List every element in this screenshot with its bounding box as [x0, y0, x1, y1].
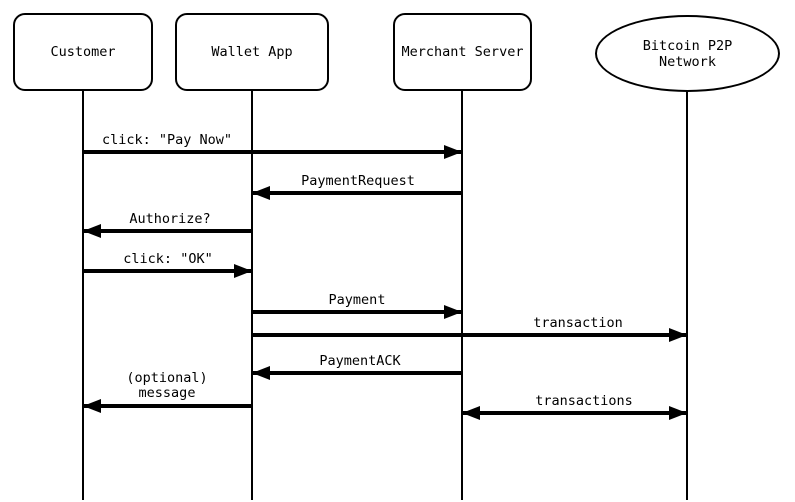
- actor-box-wallet-app: Wallet App: [175, 13, 329, 91]
- arrowhead-left-icon: [83, 224, 101, 238]
- lifeline-merchant-server: [461, 88, 463, 500]
- arrowhead-right-icon: [234, 264, 252, 278]
- message-line: [83, 404, 252, 408]
- message-line: [83, 229, 252, 233]
- lifeline-customer: [82, 88, 84, 500]
- message-label: click: "OK": [123, 251, 213, 267]
- message-line: [252, 191, 462, 195]
- message-label: (optional) message: [126, 370, 208, 401]
- message-line: [462, 411, 687, 415]
- message-label: transaction: [533, 315, 623, 331]
- message-label: transactions: [535, 393, 633, 409]
- arrowhead-right-icon: [669, 406, 687, 420]
- message-label: PaymentACK: [319, 353, 401, 369]
- arrowhead-left-icon: [462, 406, 480, 420]
- arrowhead-left-icon: [83, 399, 101, 413]
- arrowhead-right-icon: [444, 305, 462, 319]
- actor-label-customer: Customer: [50, 44, 116, 60]
- arrowhead-left-icon: [252, 366, 270, 380]
- message-label: Authorize?: [129, 211, 211, 227]
- arrowhead-right-icon: [444, 145, 462, 159]
- actor-box-bitcoin-p2p-network: Bitcoin P2P Network: [595, 15, 780, 92]
- message-line: [83, 150, 462, 154]
- lifeline-bitcoin-p2p-network: [686, 90, 688, 500]
- actor-box-merchant-server: Merchant Server: [393, 13, 532, 91]
- message-line: [252, 371, 462, 375]
- actor-label-merchant-server: Merchant Server: [401, 44, 524, 60]
- message-line: [83, 269, 252, 273]
- arrowhead-right-icon: [669, 328, 687, 342]
- message-label: PaymentRequest: [301, 173, 415, 189]
- actor-box-customer: Customer: [13, 13, 153, 91]
- lifeline-wallet-app: [251, 88, 253, 500]
- actor-label-wallet-app: Wallet App: [211, 44, 293, 60]
- message-label: click: "Pay Now": [101, 132, 233, 148]
- message-line: [252, 333, 687, 337]
- message-label: Payment: [328, 292, 386, 308]
- arrowhead-left-icon: [252, 186, 270, 200]
- message-line: [252, 310, 462, 314]
- actor-label-bitcoin-p2p-network: Bitcoin P2P Network: [642, 37, 733, 70]
